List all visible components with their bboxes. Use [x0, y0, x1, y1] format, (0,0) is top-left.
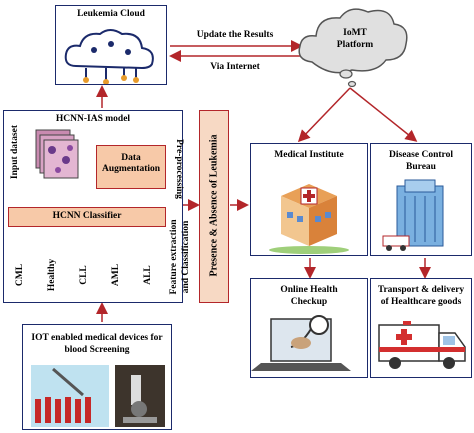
leukemia-cloud-title: Leukemia Cloud: [77, 9, 145, 19]
iomt-label-2: Platform: [336, 40, 374, 50]
hcnn-model-box: HCNN-IAS model: [3, 110, 183, 303]
iomt-label-1: IoMT: [343, 28, 367, 38]
online-checkup-title-2: Checkup: [290, 297, 328, 307]
feature-extraction-label-1: Feature extraction: [169, 219, 179, 295]
disease-control-title-2: Bureau: [406, 162, 436, 172]
leukemia-cloud-box: Leukemia Cloud: [55, 5, 167, 85]
blood-sample-images: [31, 365, 165, 427]
iot-devices-box: IOT enabled medical devices for blood Sc…: [22, 324, 172, 430]
hospital-icon: [269, 184, 349, 254]
preprocessing-label: Pre-processing: [174, 139, 184, 199]
hcnn-classifier-bar: HCNN Classifier: [8, 207, 166, 227]
class-label-healthy: Healthy: [47, 258, 57, 292]
via-internet-text: Via Internet: [210, 62, 260, 72]
disease-control-box: Disease Control Bureau: [370, 143, 472, 256]
arrow-iomt-to-medical: [297, 87, 351, 143]
class-label-cll: CLL: [79, 265, 89, 285]
online-checkup-title-1: Online Health: [280, 285, 338, 295]
medical-institute-box: Medical Institute: [250, 143, 368, 256]
class-label-all: ALL: [143, 265, 153, 285]
feature-extraction-label-2: and Classification: [181, 220, 191, 294]
laptop-doctor-icon: [251, 315, 351, 371]
data-augmentation-box: Data Augmentation: [96, 145, 166, 189]
class-label-aml: AML: [111, 263, 121, 287]
arrow-iomt-to-bureau: [349, 87, 418, 142]
presence-absence-bar: [199, 110, 229, 303]
bureau-building-icon: [382, 179, 444, 251]
iot-devices-title-1: IOT enabled medical devices for: [31, 333, 163, 343]
class-label-cml: CML: [15, 263, 25, 287]
cloud-network-icon: [64, 29, 154, 84]
hcnn-classifier-label: HCNN Classifier: [52, 211, 122, 221]
online-checkup-box: Online Health Checkup: [250, 278, 368, 378]
medical-institute-title: Medical Institute: [274, 150, 344, 160]
transport-title-1: Transport & delivery: [377, 285, 465, 295]
model-title: HCNN-IAS model: [55, 114, 131, 124]
transport-title-2: of Healthcare goods: [380, 297, 462, 307]
iot-devices-title-2: blood Screening: [64, 345, 130, 355]
transport-box: Transport & delivery of Healthcare goods: [370, 278, 472, 378]
ambulance-icon: [378, 321, 466, 369]
disease-control-title-1: Disease Control: [389, 150, 453, 160]
update-results-text: Update the Results: [196, 30, 274, 40]
data-augmentation-label: Data Augmentation: [101, 153, 161, 174]
presence-absence-label: Presence & Absence of Leukemia: [208, 134, 220, 277]
